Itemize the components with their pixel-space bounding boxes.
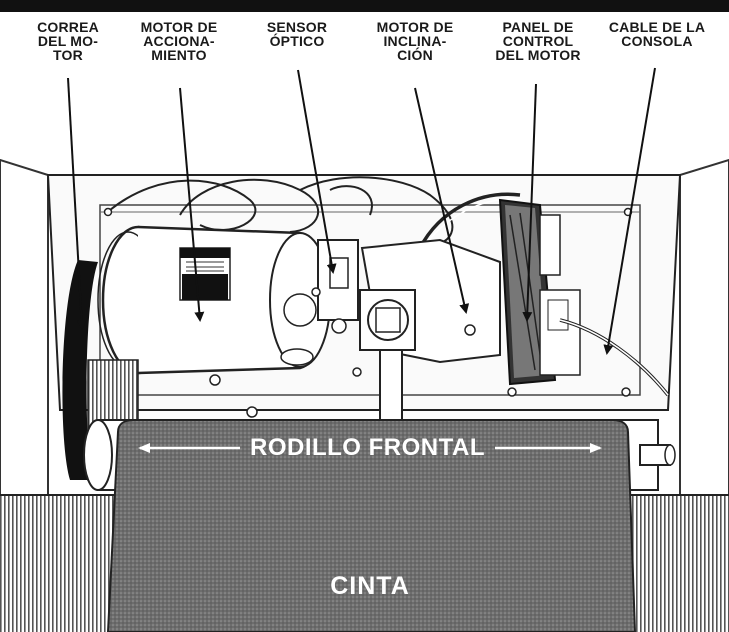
leader-optical-sensor bbox=[297, 69, 337, 274]
leader-motor-belt bbox=[67, 77, 87, 330]
label-console-cable: CABLE DE LA CONSOLA bbox=[608, 19, 706, 49]
leader-control-board bbox=[522, 83, 537, 322]
right-side-rail bbox=[679, 158, 729, 496]
label-walking-belt: CINTA bbox=[330, 572, 410, 600]
label-incline-motor: MOTOR DE INCLINA- CIÓN bbox=[376, 19, 454, 63]
header-band bbox=[0, 0, 729, 13]
label-motor-control-board: PANEL DE CONTROL DEL MOTOR bbox=[495, 19, 581, 63]
label-front-roller: RODILLO FRONTAL bbox=[249, 434, 486, 461]
label-motor-belt: CORREA DEL MO- TOR bbox=[37, 19, 99, 63]
leader-console-cable bbox=[603, 67, 656, 355]
label-optical-sensor: SENSOR ÓPTICO bbox=[266, 19, 328, 49]
walking-belt bbox=[106, 419, 637, 632]
leader-drive-motor bbox=[179, 87, 205, 322]
left-side-rail bbox=[0, 158, 49, 496]
leader-incline-motor bbox=[414, 87, 470, 314]
motor-belt bbox=[62, 260, 98, 480]
label-drive-motor: MOTOR DE ACCIONA- MIENTO bbox=[140, 19, 218, 63]
